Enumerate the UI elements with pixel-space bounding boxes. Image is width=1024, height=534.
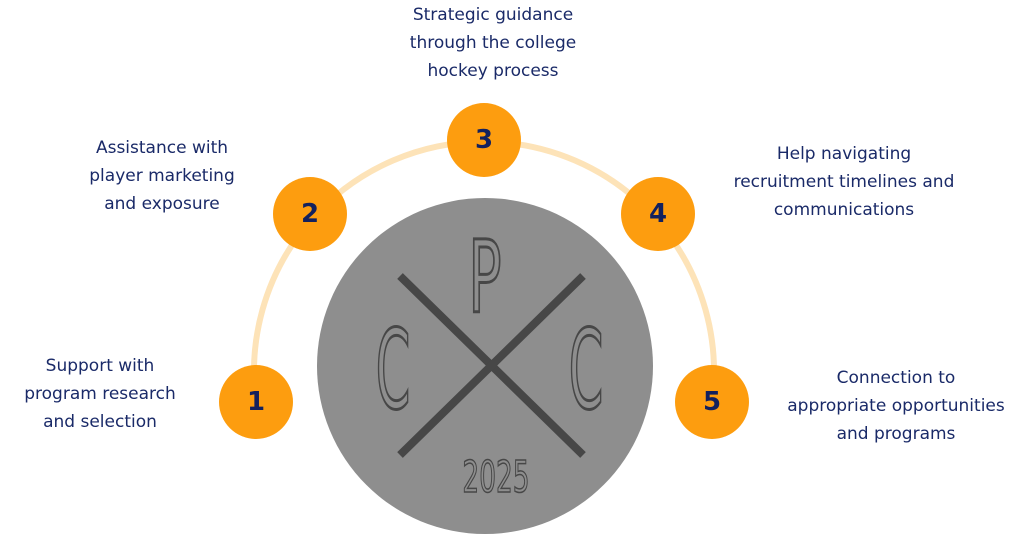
step-number: 4 [648, 199, 668, 229]
label-line: appropriate opportunities [787, 396, 1005, 416]
label-line: and exposure [104, 194, 220, 214]
step-badge-2: 2 [273, 177, 347, 251]
cpc-logo: P C C 2025 [317, 198, 653, 534]
label-line: and programs [836, 424, 956, 444]
logo-letter-c-left: C [376, 307, 411, 435]
step-badge-4: 4 [621, 177, 695, 251]
step-label-2: Assistance with player marketing and exp… [62, 134, 262, 218]
label-line: Strategic guidance [412, 5, 574, 25]
step-label-4: Help navigating recruitment timelines an… [714, 140, 974, 224]
label-line: through the college [409, 33, 577, 53]
step-label-1: Support with program research and select… [0, 352, 200, 436]
step-number: 5 [702, 387, 722, 417]
label-line: Connection to [836, 368, 956, 388]
logo-letter-c-right: C [569, 307, 604, 435]
step-number: 2 [300, 199, 320, 229]
label-line: Assistance with [95, 138, 229, 158]
step-number: 1 [246, 387, 266, 417]
logo-cross-bar [397, 273, 586, 458]
logo-year: 2025 [462, 451, 529, 503]
label-line: and selection [43, 412, 157, 432]
label-line: Help navigating [776, 144, 912, 164]
label-line: hockey process [427, 61, 559, 81]
step-number: 3 [474, 125, 494, 155]
step-label-5: Connection to appropriate opportunities … [766, 364, 1024, 448]
label-line: communications [773, 200, 915, 220]
logo-letter-p: P [468, 220, 501, 336]
step-badge-1: 1 [219, 365, 293, 439]
label-line: recruitment timelines and [733, 172, 955, 192]
step-badge-3: 3 [447, 103, 521, 177]
step-label-3: Strategic guidance through the college h… [383, 1, 603, 85]
step-badge-5: 5 [675, 365, 749, 439]
label-line: Support with [45, 356, 155, 376]
label-line: program research [24, 384, 176, 404]
label-line: player marketing [89, 166, 235, 186]
